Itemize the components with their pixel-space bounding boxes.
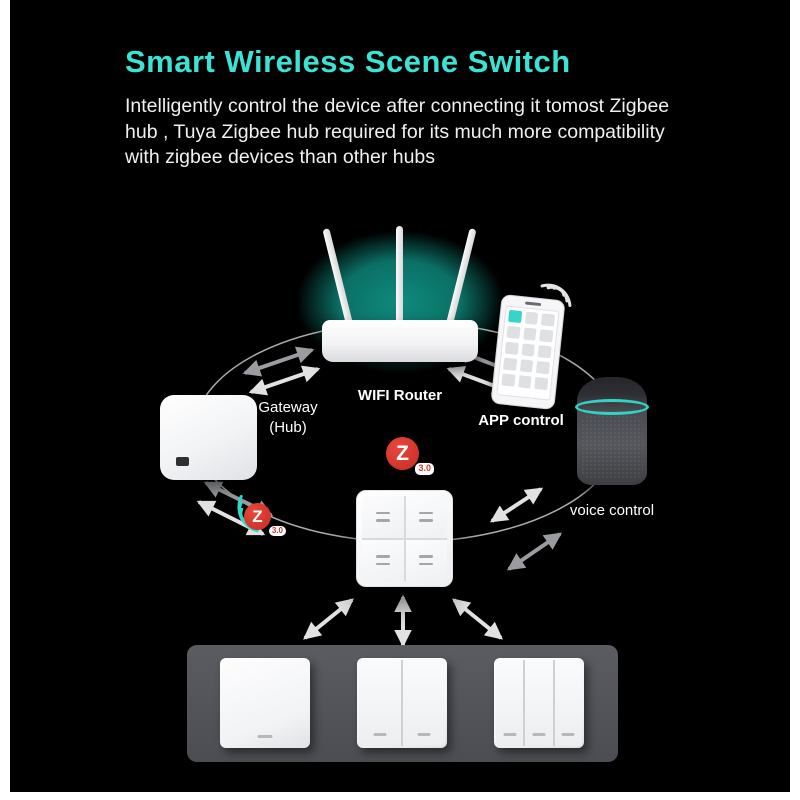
smartphone <box>490 293 566 411</box>
app-icon-tile <box>508 309 522 324</box>
app-icon-tile <box>503 357 517 371</box>
switch-rockers <box>359 660 445 746</box>
rocker <box>554 660 582 746</box>
app-icon-tile <box>534 376 549 391</box>
zigbee-version-badge: 3.0 <box>268 525 286 536</box>
page-subtitle: Intelligently control the device after c… <box>125 95 670 169</box>
wall-switch-panel <box>187 645 618 762</box>
voice-control-label: voice control <box>569 502 655 519</box>
rocker <box>403 660 445 746</box>
app-icon-tile <box>521 343 536 357</box>
scene-button-4 <box>405 539 447 581</box>
rocker <box>525 660 553 746</box>
rocker <box>359 660 401 746</box>
gateway-hub <box>160 395 257 480</box>
app-icon-tile <box>536 361 551 375</box>
switch-dash <box>373 733 387 736</box>
zigbee-z-icon: Z <box>386 437 419 470</box>
page-title: Smart Wireless Scene Switch <box>125 44 571 79</box>
wall-switch-1gang <box>220 658 310 748</box>
switch-rockers <box>496 660 582 746</box>
router-antenna-icon <box>446 228 477 325</box>
scene-switch-buttons <box>362 496 447 581</box>
zigbee-version-badge: 3.0 <box>415 463 434 475</box>
gateway-label: Gateway (Hub) <box>247 398 329 437</box>
button-dash <box>419 511 434 515</box>
app-icon-tile <box>504 341 519 355</box>
router-antenna-icon <box>322 228 353 325</box>
button-dash <box>375 519 390 522</box>
zigbee-3-0-logo: Z 3.0 <box>386 437 434 475</box>
app-icon-tile <box>537 345 552 359</box>
speaker-fabric <box>581 415 643 479</box>
phone-speaker-slit <box>524 301 542 307</box>
scene-button-1 <box>362 496 404 538</box>
zigbee-z-icon: Z <box>244 503 271 530</box>
switch-dash <box>532 733 546 736</box>
app-icon-tile <box>524 311 539 325</box>
scene-button-2 <box>405 496 447 538</box>
wall-switch-2gang <box>357 658 447 748</box>
switch-dash <box>417 733 431 736</box>
gateway-label-line1: Gateway <box>258 399 318 416</box>
smart-speaker <box>575 377 649 485</box>
button-dash <box>375 511 390 515</box>
button-dash <box>419 555 434 558</box>
zigbee-3-0-logo: Z 3.0 <box>244 503 286 536</box>
button-dash <box>419 562 434 566</box>
wall-switch-3gang <box>494 658 584 748</box>
app-icon-tile <box>539 329 554 343</box>
button-dash <box>375 555 390 558</box>
scene-switch-4gang <box>356 490 453 587</box>
app-icon-tile <box>519 359 534 373</box>
app-icon-tile <box>506 325 521 339</box>
app-icon-tile <box>522 327 537 341</box>
phone-app-screen <box>496 305 560 401</box>
button-dash <box>375 562 390 566</box>
router-antenna-icon <box>396 226 403 324</box>
app-icon-tile <box>541 313 556 327</box>
app-icon-tile <box>501 373 516 387</box>
switch-dash <box>257 735 273 738</box>
wifi-router <box>322 222 478 362</box>
router-label: WIFI Router <box>357 387 443 404</box>
speaker-led-ring <box>575 399 649 415</box>
rocker <box>496 660 524 746</box>
switch-dash <box>561 733 575 736</box>
switch-dash <box>503 733 517 736</box>
app-control-label: APP control <box>478 412 564 429</box>
app-icon-tile <box>517 375 532 389</box>
gateway-button <box>176 457 189 466</box>
router-body <box>322 320 478 362</box>
gateway-label-line2: (Hub) <box>269 418 307 436</box>
scene-button-3 <box>362 539 404 581</box>
button-dash <box>419 519 434 522</box>
